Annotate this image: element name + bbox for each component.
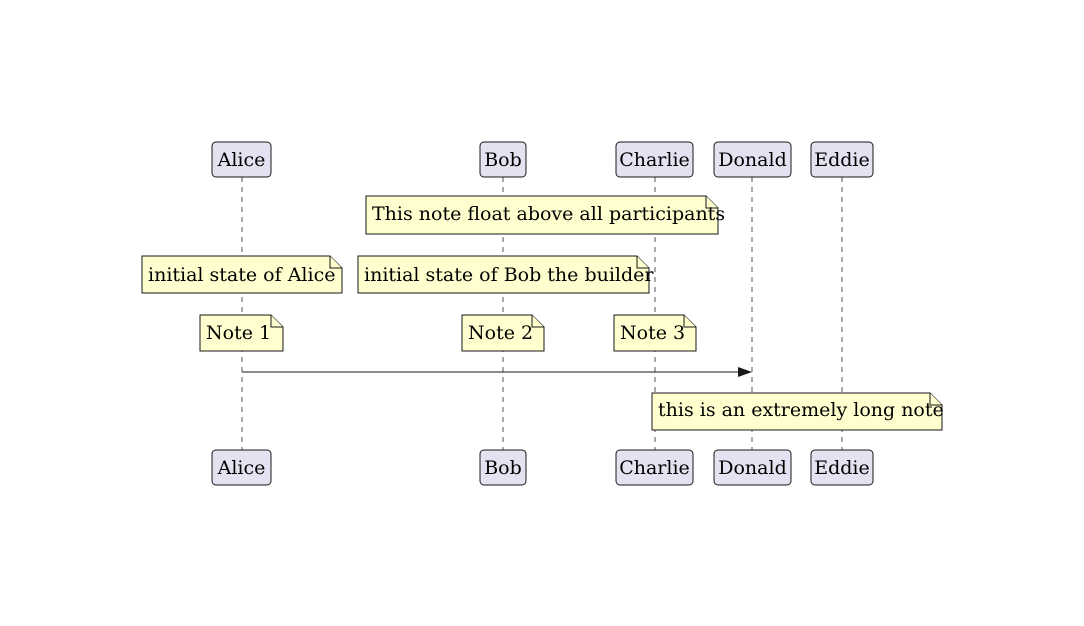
participant-label: Donald	[718, 457, 786, 479]
participant-bob-bottom: Bob	[479, 449, 527, 486]
participant-bob-top: Bob	[479, 141, 527, 178]
message-alice-to-donald	[242, 367, 752, 377]
note-text: This note float above all participants	[372, 203, 725, 225]
participant-eddie-bottom: Eddie	[810, 449, 874, 486]
participant-donald-top: Donald	[713, 141, 792, 178]
note-2: Note 2	[461, 314, 545, 352]
participant-eddie-top: Eddie	[810, 141, 874, 178]
participant-label: Bob	[484, 457, 522, 479]
participant-charlie-bottom: Charlie	[615, 449, 694, 486]
note-text: initial state of Alice	[148, 264, 335, 286]
participant-alice-bottom: Alice	[211, 449, 272, 486]
participant-label: Donald	[718, 149, 786, 171]
participant-label: Bob	[484, 149, 522, 171]
participant-alice-top: Alice	[211, 141, 272, 178]
participant-charlie-top: Charlie	[615, 141, 694, 178]
note-text: Note 3	[620, 322, 685, 344]
note-long: this is an extremely long note	[651, 392, 944, 431]
participant-label: Charlie	[619, 457, 690, 479]
participant-donald-bottom: Donald	[713, 449, 792, 486]
participant-label: Alice	[217, 149, 266, 171]
arrowhead-icon	[738, 367, 752, 377]
note-text: Note 2	[468, 322, 533, 344]
note-bob-state: initial state of Bob the builder	[357, 255, 654, 294]
participant-label: Charlie	[619, 149, 690, 171]
participant-label: Alice	[217, 457, 266, 479]
participant-label: Eddie	[814, 457, 870, 479]
note-3: Note 3	[613, 314, 697, 352]
note-text: Note 1	[206, 322, 271, 344]
note-1: Note 1	[199, 314, 284, 352]
note-text: initial state of Bob the builder	[364, 264, 654, 286]
participant-label: Eddie	[814, 149, 870, 171]
note-across: This note float above all participants	[365, 195, 725, 235]
note-text: this is an extremely long note	[658, 399, 944, 421]
note-alice-state: initial state of Alice	[141, 255, 343, 294]
